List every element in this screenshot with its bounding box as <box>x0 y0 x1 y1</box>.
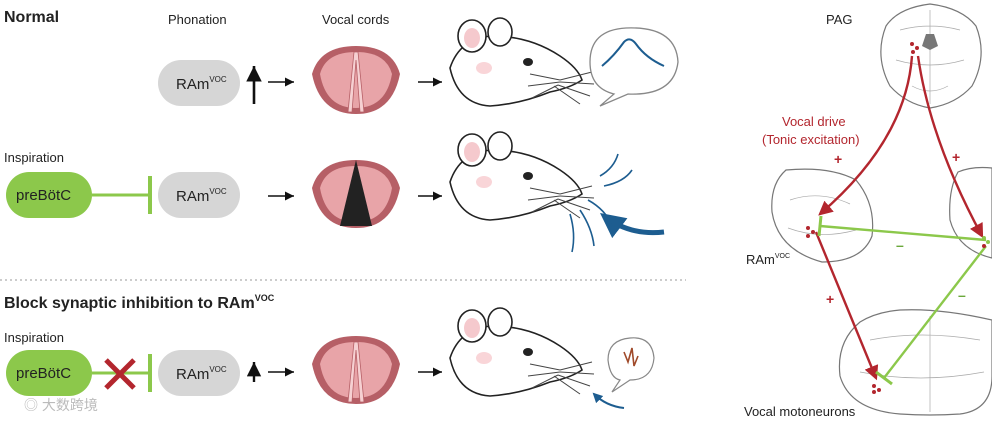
motor-section <box>838 309 992 416</box>
section-normal-title: Normal <box>4 9 59 26</box>
block-x-icon <box>104 358 136 390</box>
prebotc-node-1 <box>6 172 92 218</box>
ram-label-2: RAmVOC <box>176 187 227 205</box>
ram-right-dot-3 <box>982 244 986 248</box>
vocal-motoneurons-label: Vocal motoneurons <box>744 404 856 419</box>
plus-sign-1: + <box>834 151 842 167</box>
inhibit-to-ram-left <box>819 224 987 242</box>
pag-to-ram-left <box>818 55 914 216</box>
ram-right-dot-1 <box>982 236 986 240</box>
motor-dot-1 <box>872 384 876 388</box>
glottis-closed-1 <box>347 51 365 113</box>
inhibit-to-motoneurons <box>883 245 987 379</box>
watermark: ◎ 大数跨境 <box>24 397 98 413</box>
pag-dot-3 <box>911 50 915 54</box>
row-normal-phonation: RAmVOC <box>158 17 679 114</box>
motor-dot-3 <box>872 390 876 394</box>
prebotc-node-2 <box>6 350 92 396</box>
column-phonation: Phonation <box>168 12 227 27</box>
pag-label: PAG <box>826 12 853 27</box>
pag-section <box>880 3 982 109</box>
inspiration-label-1: Inspiration <box>4 150 64 165</box>
row-normal-inspiration: preBötC RAmVOC <box>6 131 665 253</box>
vocal-drive-label: Vocal drive <box>782 114 846 129</box>
ram-node-1 <box>158 60 240 106</box>
prebotc-label-2: preBötC <box>16 365 71 382</box>
motor-dot-2 <box>877 388 881 392</box>
pag-to-ram-right <box>916 55 984 239</box>
pag-dot-2 <box>915 46 919 50</box>
ram-left-dot-2 <box>811 230 815 234</box>
glottis-closed-3 <box>347 341 365 403</box>
glottis-open-2 <box>340 160 372 226</box>
airflow-arrow <box>600 212 665 239</box>
inhibit-bar-ram-left <box>817 215 823 237</box>
minus-sign-1: – <box>896 237 904 253</box>
noise-trace <box>623 347 639 367</box>
ram-label-1: RAmVOC <box>176 75 227 93</box>
ram-node-3 <box>158 350 240 396</box>
ram-circuit-label: RAmVOC <box>746 252 790 267</box>
small-airflow-arrow <box>592 392 625 409</box>
tonic-excitation-label: (Tonic excitation) <box>762 132 860 147</box>
section-block-title: Block synaptic inhibition to RAmVOC <box>4 293 275 312</box>
minus-sign-2: – <box>958 287 966 303</box>
ram-right-dot-2 <box>986 240 990 244</box>
mouse-3 <box>449 307 595 397</box>
plus-sign-3: + <box>826 291 834 307</box>
mouse-2 <box>449 131 595 221</box>
vocalization-trace <box>601 38 665 67</box>
brain-sections <box>771 3 992 416</box>
ram-left-dot-3 <box>806 234 810 238</box>
row-block: preBötC RAmVOC <box>6 307 655 409</box>
ram-label-3: RAmVOC <box>176 365 227 383</box>
speech-bubble <box>589 27 679 107</box>
ram-to-motoneurons <box>814 231 879 381</box>
pag-dot-1 <box>910 42 914 46</box>
inhibit-bar-motoneurons <box>875 370 893 386</box>
small-speech-bubble <box>607 337 655 393</box>
mouse-1 <box>449 17 595 107</box>
inspiration-label-2: Inspiration <box>4 330 64 345</box>
pag-marker <box>922 34 938 50</box>
ram-node-2 <box>158 172 240 218</box>
column-vocal-cords: Vocal cords <box>322 12 390 27</box>
airflow-lines <box>569 153 633 253</box>
plus-sign-2: + <box>952 149 960 165</box>
ram-left-dot-1 <box>806 226 810 230</box>
prebotc-label-1: preBötC <box>16 187 71 204</box>
